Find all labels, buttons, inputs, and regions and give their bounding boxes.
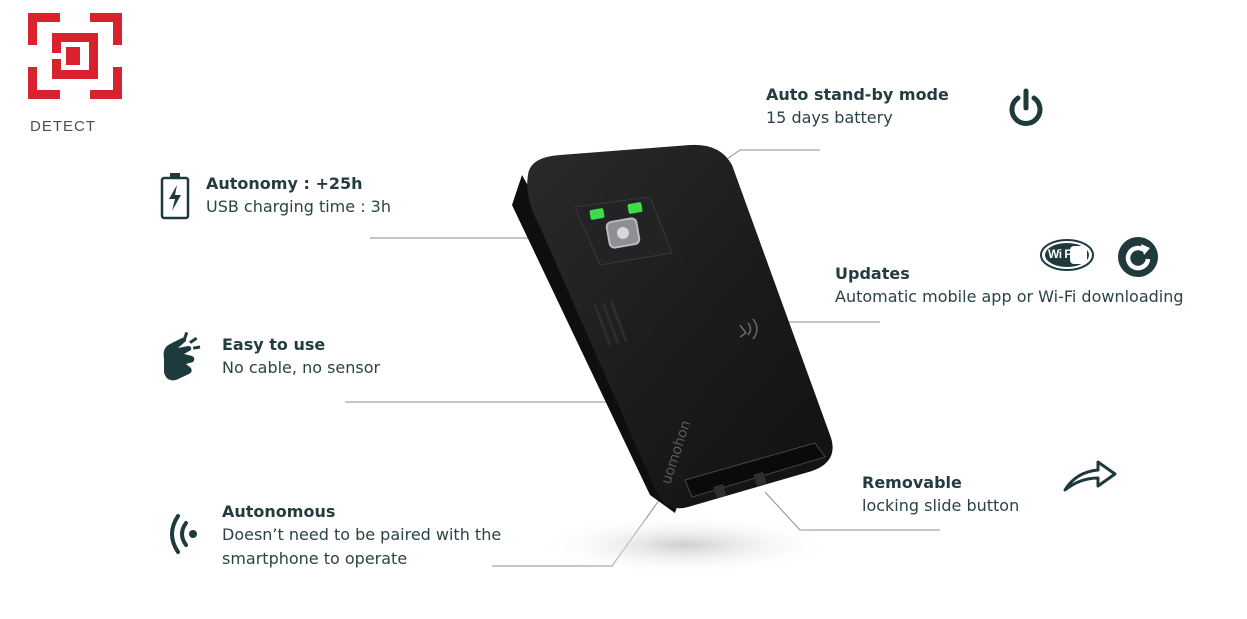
removable-title: Removable: [862, 473, 962, 492]
contactless-symbol: [739, 318, 758, 340]
power-icon: [1009, 88, 1043, 126]
updates-desc: Automatic mobile app or Wi-Fi downloadin…: [835, 287, 1184, 306]
standby-desc: 15 days battery: [766, 108, 893, 127]
autonomous-title: Autonomous: [222, 502, 336, 521]
easy-title: Easy to use: [222, 335, 326, 354]
autonomy-title: Autonomy : +25h: [206, 174, 363, 193]
removable-desc: locking slide button: [862, 496, 1020, 515]
device-image: uomohon: [512, 144, 835, 575]
autonomous-feature: Autonomous Doesn’t need to be paired wit…: [222, 501, 501, 571]
detect-logo: [28, 13, 122, 99]
device-bottom-slot: [684, 442, 826, 498]
signal-waves-icon: [170, 514, 197, 554]
easy-desc: No cable, no sensor: [222, 358, 381, 377]
autonomy-feature: Autonomy : +25h USB charging time : 3h: [206, 173, 391, 219]
snap-fingers-icon: [163, 331, 201, 381]
detect-logo-icon: [28, 13, 122, 99]
easy-feature: Easy to use No cable, no sensor: [222, 334, 380, 380]
arrow-forward-icon: [1063, 460, 1117, 492]
autonomy-desc: USB charging time : 3h: [206, 197, 391, 216]
wifi-logo-icon: Wi Fi: [1040, 238, 1096, 272]
led-right: [627, 202, 643, 214]
updates-feature: Updates Automatic mobile app or Wi-Fi do…: [835, 263, 1184, 309]
standby-title: Auto stand-by mode: [766, 85, 949, 104]
led-left: [589, 208, 605, 220]
refresh-icon: [1118, 237, 1158, 277]
logo-label: DETECT: [30, 118, 96, 135]
device-shadow: [535, 515, 835, 575]
autonomous-desc-line1: Doesn’t need to be paired with the: [222, 525, 502, 544]
autonomous-desc-line2: smartphone to operate: [222, 549, 408, 568]
updates-title: Updates: [835, 264, 910, 283]
battery-icon: [160, 173, 190, 220]
standby-feature: Auto stand-by mode 15 days battery: [766, 84, 949, 130]
removable-feature: Removable locking slide button: [862, 472, 1019, 518]
wifi-logo-text: Wi Fi: [1048, 247, 1075, 261]
